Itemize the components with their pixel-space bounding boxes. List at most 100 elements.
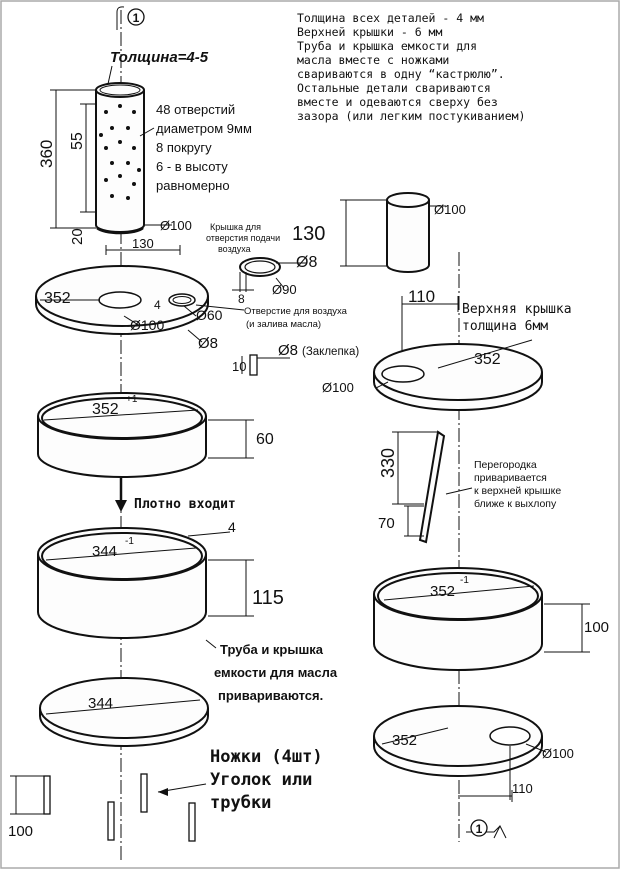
section-number: 1 [133, 11, 140, 25]
thickness-label: Толщина=4-5 [110, 49, 209, 66]
svg-text:к верхней крышке: к верхней крышке [474, 485, 561, 497]
dim-344-ring-tolerance: -1 [125, 536, 134, 547]
cap-note: Крышка для отверстия подачи воздуха [206, 222, 280, 254]
ring-352: 352 +1 60 [37, 392, 274, 478]
dim-70: 70 [378, 515, 395, 532]
dim-8-rivet: Ø8 [278, 342, 298, 359]
dim-110-bottom: 110 [512, 781, 533, 796]
dim-352-top: 352 [474, 351, 501, 368]
svg-text:Отверстие для воздуха: Отверстие для воздуха [244, 306, 348, 317]
dim-55: 55 [69, 132, 86, 150]
air-cap: 8 Ø8 Ø90 [232, 254, 317, 306]
dim-110-top: 110 [408, 287, 435, 306]
dim-8-cap: Ø8 [296, 254, 317, 271]
svg-text:приваривается: приваривается [474, 472, 547, 484]
svg-text:привариваются.: привариваются. [218, 688, 323, 703]
svg-text:Верхняя крышка: Верхняя крышка [462, 302, 572, 317]
partition-note: Перегородка приваривается к верхней крыш… [445, 459, 561, 510]
dim-352-right-ring-tolerance: -1 [460, 575, 469, 586]
header-line: зазора (или легким постукиванием) [297, 109, 525, 123]
svg-text:воздуха: воздуха [218, 244, 251, 254]
svg-text:Труба и крышка: Труба и крышка [220, 642, 324, 657]
section-marker-top: 1 [116, 6, 145, 30]
dim-4-ring: 4 [228, 519, 236, 535]
svg-text:толщина 6мм: толщина 6мм [462, 319, 548, 334]
perforated-pipe [95, 82, 145, 235]
svg-text:трубки: трубки [210, 793, 271, 813]
legs-note: Ножки (4шт) Уголок или трубки [210, 747, 323, 813]
ring-352-right: 352 -1 100 [373, 567, 609, 671]
dim-352-ring-tolerance: +1 [126, 394, 138, 405]
dim-4-disk: 4 [154, 298, 161, 312]
ring-344: 344 -1 4 115 [37, 519, 284, 639]
top-cover-disk: 352 Ø100 [322, 339, 543, 411]
dim-130-disk: 130 [132, 236, 154, 251]
dim-60-disk: Ø60 [196, 307, 223, 323]
dim-100-right-ring: 100 [584, 619, 609, 636]
svg-text:Уголок или: Уголок или [210, 770, 312, 790]
dim-100-upper-pipe: Ø100 [434, 202, 466, 217]
svg-text:48 отверстий: 48 отверстий [156, 102, 235, 117]
dim-100-disk: Ø100 [130, 317, 164, 333]
dim-100-leg: 100 [8, 823, 33, 840]
dim-pipe-diameter: Ø100 [160, 218, 192, 233]
svg-text:отверстия подачи: отверстия подачи [206, 233, 280, 243]
disk-344: 344 [39, 677, 209, 747]
air-hole-note: Отверстие для воздуха (и залива масла) [195, 304, 348, 330]
rivet: 10 Ø8 (Заклепка) [232, 342, 359, 376]
pipe-holes [99, 104, 141, 200]
dim-352-bottom: 352 [392, 732, 417, 749]
svg-text:Крышка для: Крышка для [210, 222, 261, 232]
svg-text:(и залива масла): (и залива масла) [246, 319, 321, 330]
svg-text:Перегородка: Перегородка [474, 459, 537, 471]
header-notes: Толщина всех деталей - 4 мм Верхней крыш… [297, 11, 525, 123]
dim-344-ring: 344 [92, 543, 117, 560]
dim-90-cap: Ø90 [272, 282, 297, 297]
dim-60-ring: 60 [256, 431, 274, 448]
svg-text:ближе к выхлопу: ближе к выхлопу [474, 498, 557, 510]
dim-352-right-ring: 352 [430, 583, 455, 600]
svg-text:равномерно: равномерно [156, 178, 230, 193]
upper-pipe: Ø100 [340, 192, 466, 273]
header-line: Толщина всех деталей - 4 мм [297, 11, 484, 25]
top-cover-note: Верхняя крышка толщина 6мм [462, 302, 572, 334]
dim-330: 330 [378, 448, 398, 478]
dim-100-top: Ø100 [322, 380, 354, 395]
header-line: масла вместе с ножками [297, 53, 449, 67]
dim-115: 115 [252, 587, 284, 609]
partition: 330 70 [378, 430, 446, 544]
pipe-holes-note: 48 отверстий диаметром 9мм 8 покругу 6 -… [139, 102, 252, 193]
dim-8-disk: Ø8 [198, 335, 218, 352]
dim-20: 20 [69, 228, 86, 245]
dim-8-cap-thickness: 8 [238, 292, 245, 306]
dim-10-rivet: 10 [232, 359, 246, 374]
header-line: Остальные детали свариваются [297, 81, 491, 95]
dim-352-disk: 352 [44, 290, 71, 307]
header-line: Верхней крышки - 6 мм [297, 25, 442, 39]
thickness-leader [107, 65, 113, 85]
dim-130-height: 130 [292, 223, 325, 245]
top-disk-left: 352 4 Ø100 Ø60 Ø8 [35, 265, 223, 352]
dim-344-disk: 344 [88, 695, 113, 712]
legs: 100 [8, 773, 207, 842]
header-line: свариваются в одну “кастрюлю”. [297, 67, 505, 81]
dim-100-bottom: Ø100 [542, 746, 574, 761]
section-marker-bottom: 1 [466, 819, 507, 839]
header-line: вместе и одеваются сверху без [297, 95, 498, 109]
header-line: Труба и крышка емкости для [297, 39, 477, 53]
svg-text:диаметром 9мм: диаметром 9мм [156, 121, 252, 136]
dim-360: 360 [37, 140, 56, 168]
svg-text:6 - в высоту: 6 - в высоту [156, 159, 228, 174]
dim-352-ring: 352 [92, 401, 119, 418]
welded-note: Труба и крышка емкости для масла привари… [205, 639, 338, 703]
svg-text:Ножки (4шт): Ножки (4шт) [210, 747, 323, 767]
section-number: 1 [476, 822, 483, 836]
svg-text:8 покругу: 8 покругу [156, 140, 212, 155]
rivet-label: (Заклепка) [302, 346, 359, 358]
svg-text:емкости для масла: емкости для масла [214, 665, 338, 680]
bottom-disk-right: 352 Ø100 [373, 705, 574, 800]
pipe-dimensions: 360 55 20 [37, 89, 96, 245]
fits-tight-label: Плотно входит [134, 497, 236, 512]
